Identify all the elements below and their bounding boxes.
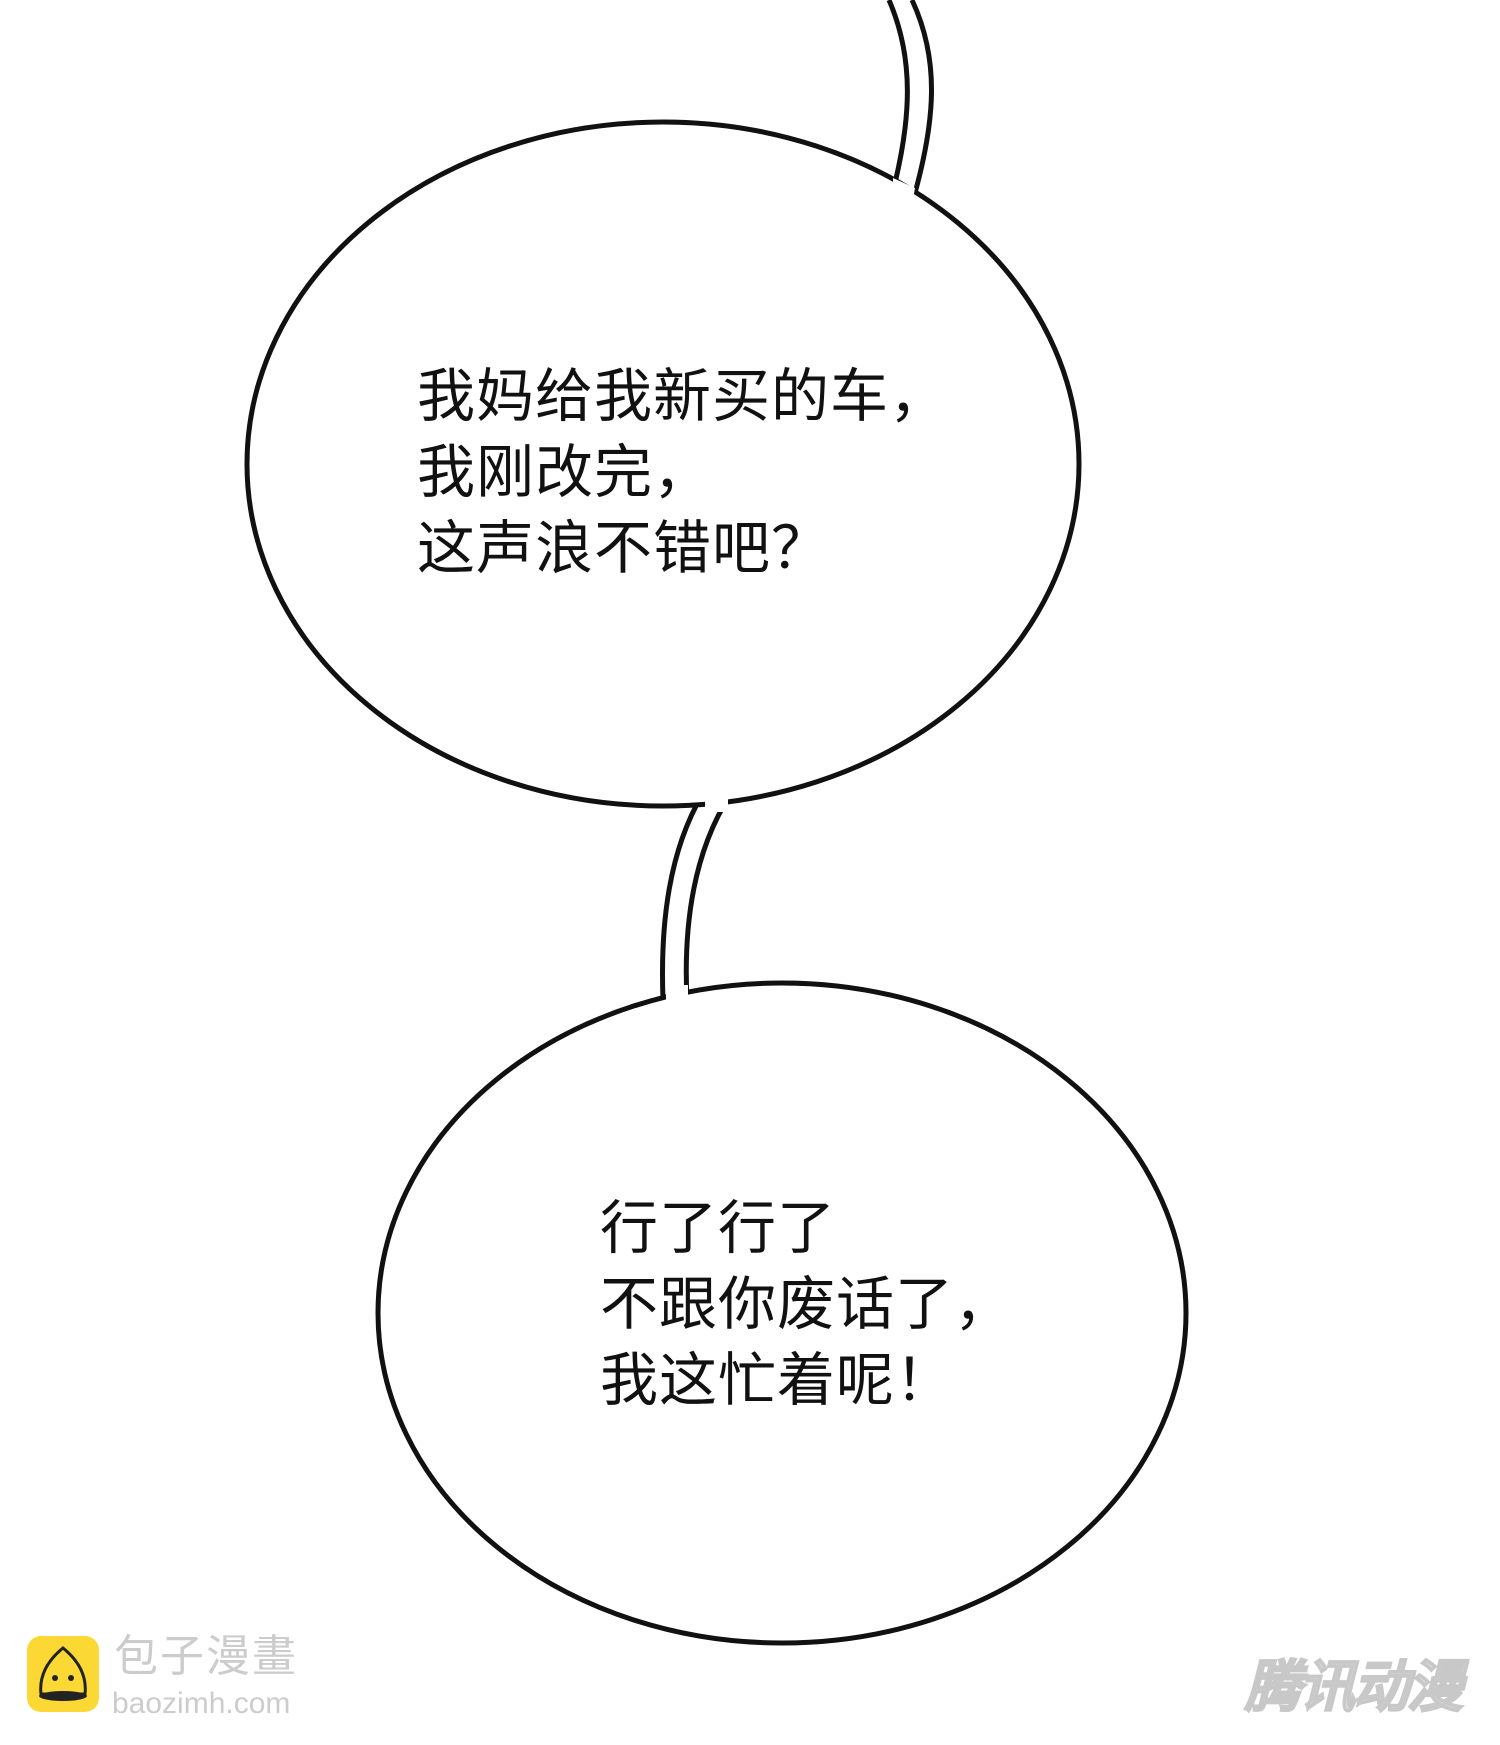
dialog-line: 我刚改完， (417, 438, 713, 506)
baozi-logo-icon (27, 1636, 99, 1712)
speech-bubble-2 (375, 980, 1189, 1646)
watermark-site-url: baozimh.com (112, 1687, 291, 1720)
bubble-1-text: 我妈给我新买的车， 我刚改完， 这声浪不错吧？ (417, 358, 948, 586)
watermark-publisher: 腾讯动漫 (1244, 1655, 1464, 1721)
bubble-1-tail (886, 0, 934, 197)
dialog-line: 我这忙着呢！ (600, 1346, 955, 1414)
dialog-line: 行了行了 (600, 1194, 837, 1262)
speech-bubble-1 (244, 119, 1082, 809)
bubble-connector (660, 792, 735, 1003)
bubble-2-text: 行了行了 不跟你废话了， 我这忙着呢！ (600, 1190, 1013, 1418)
dialog-line: 这声浪不错吧？ (417, 514, 831, 582)
watermark-site-name: 包子漫畫 (114, 1631, 298, 1682)
dialog-line: 我妈给我新买的车， (417, 362, 949, 430)
dialog-line: 不跟你废话了， (600, 1270, 1014, 1338)
